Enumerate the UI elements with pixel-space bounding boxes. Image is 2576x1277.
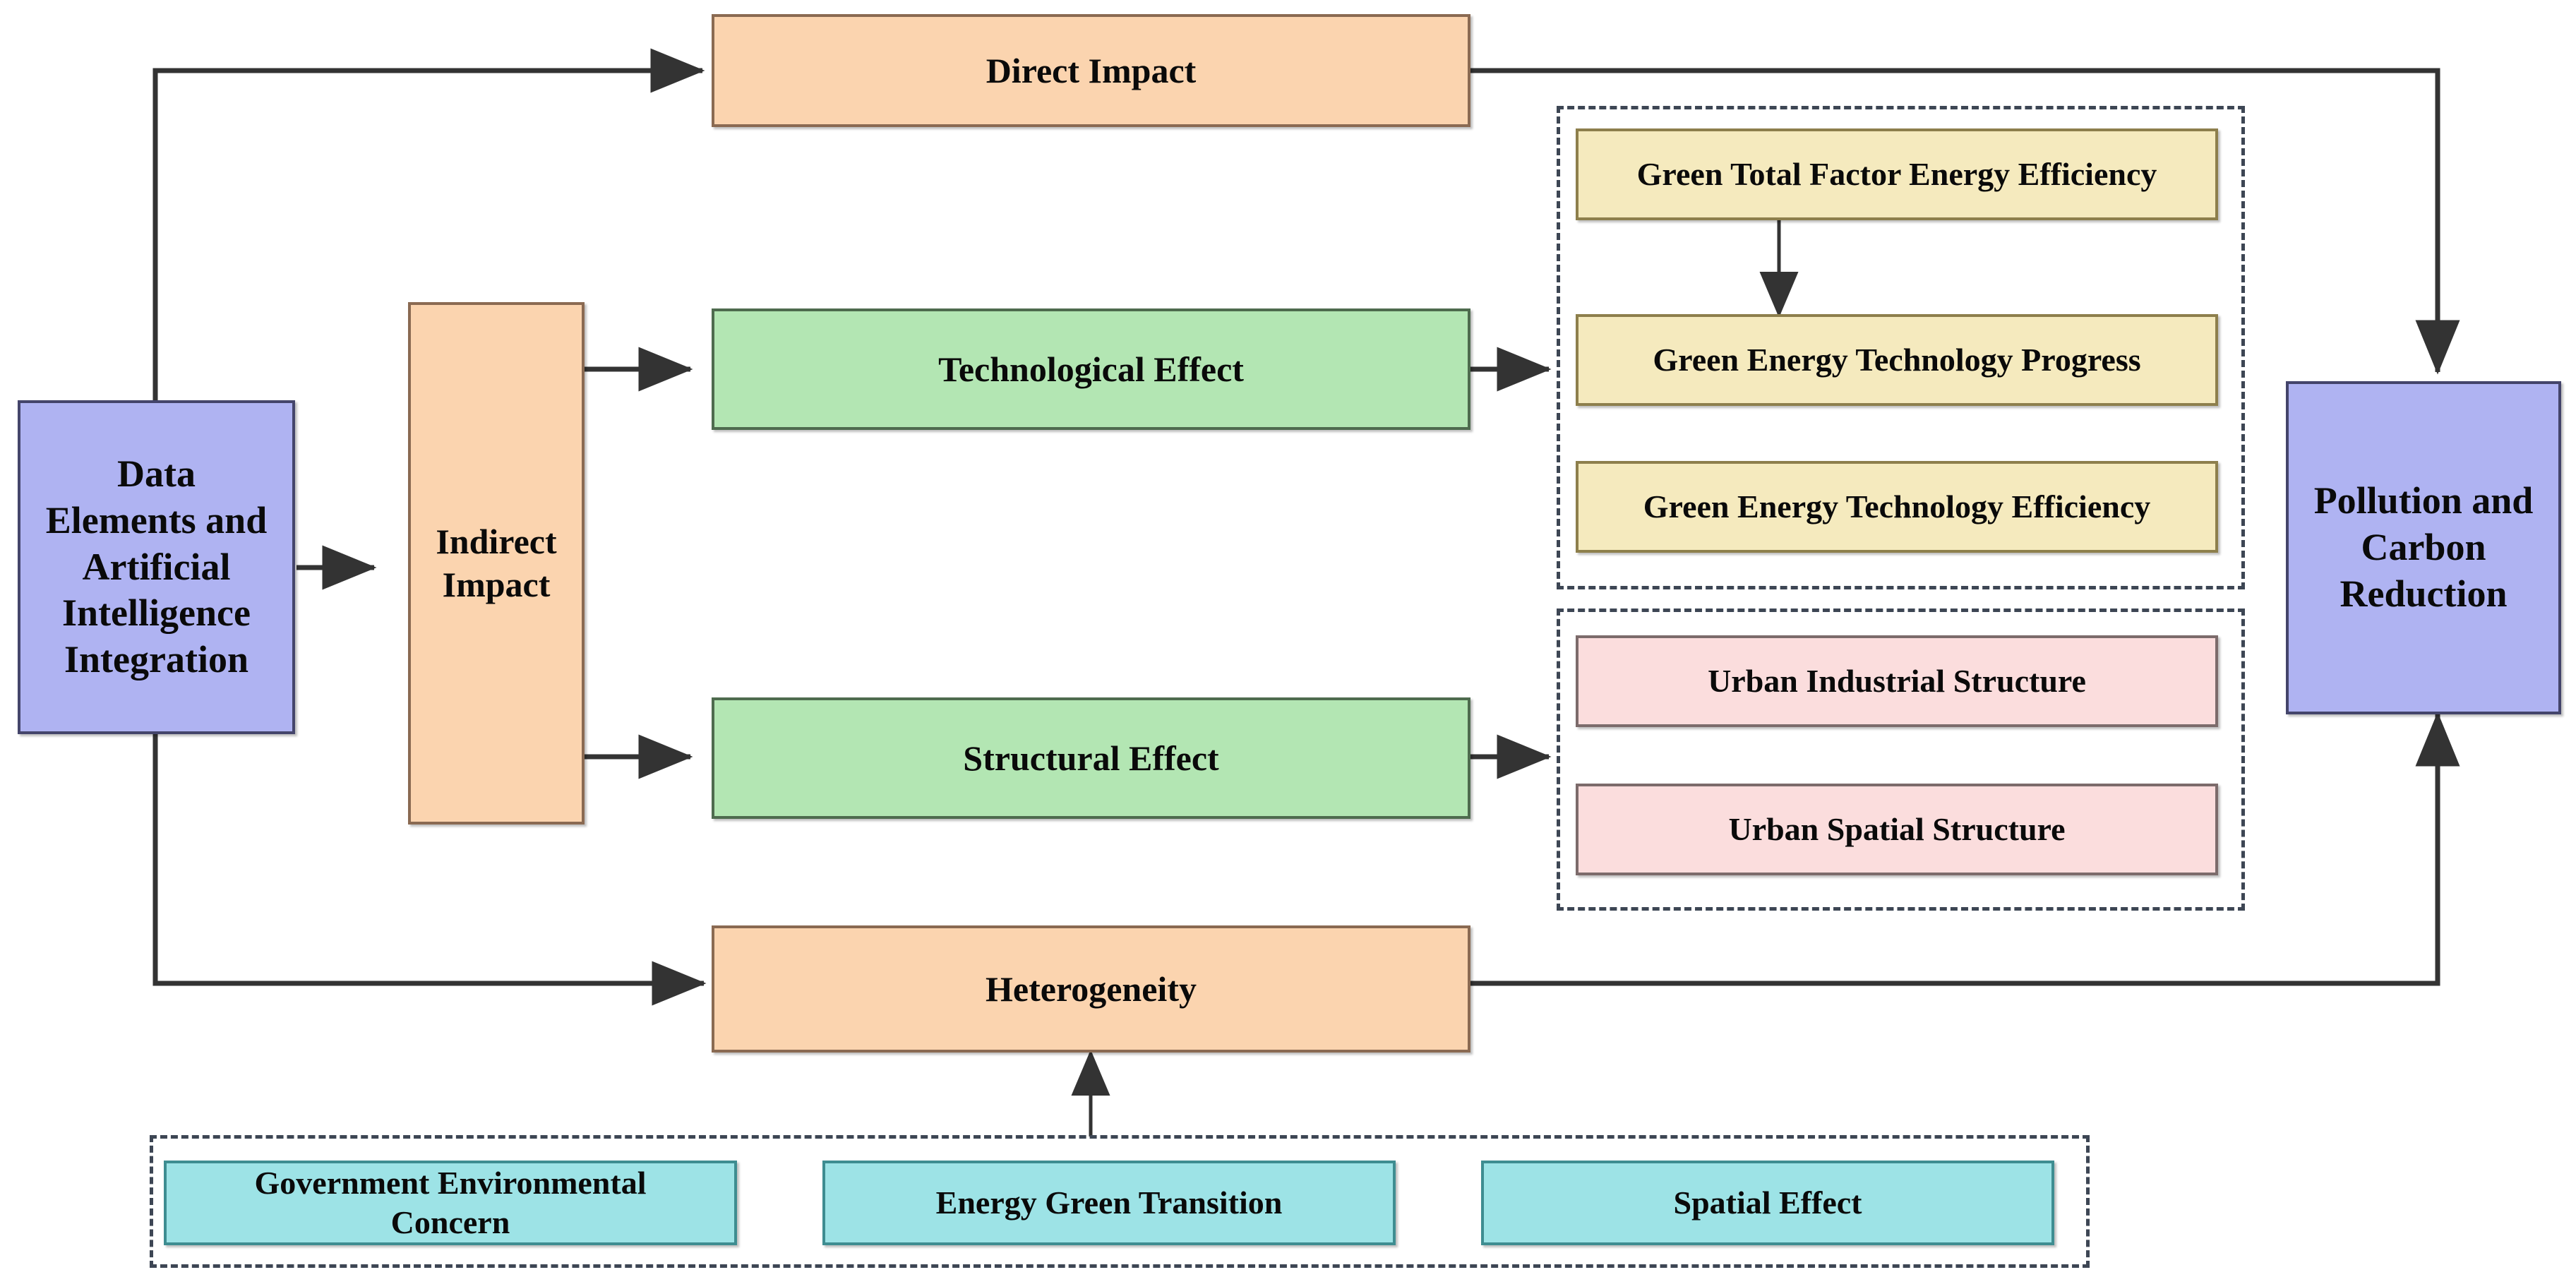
node-spatial-effect[interactable]: Spatial Effect xyxy=(1481,1161,2054,1245)
node-label: Heterogeneity xyxy=(986,969,1197,1009)
node-label: Energy Green Transition xyxy=(935,1184,1283,1221)
node-label: Green Total Factor Energy Efficiency xyxy=(1636,155,2157,192)
node-label: Urban Industrial Structure xyxy=(1708,662,2086,699)
node-government-environmental-concern[interactable]: Government Environmental Concern xyxy=(164,1161,737,1245)
node-label: Urban Spatial Structure xyxy=(1728,810,2066,847)
node-label: Structural Effect xyxy=(963,738,1219,778)
heterogeneity-factor-group xyxy=(150,1135,2090,1268)
node-label: Technological Effect xyxy=(938,349,1244,389)
node-green-energy-technology-efficiency[interactable]: Green Energy Technology Efficiency xyxy=(1576,461,2218,553)
node-technological-effect[interactable]: Technological Effect xyxy=(712,308,1470,430)
node-direct-impact[interactable]: Direct Impact xyxy=(712,14,1470,127)
node-pollution-carbon-reduction[interactable]: Pollution and Carbon Reduction xyxy=(2286,381,2561,714)
node-label: Indirect Impact xyxy=(436,522,557,604)
node-indirect-impact[interactable]: Indirect Impact xyxy=(408,302,585,825)
node-label: Government Environmental Concern xyxy=(254,1164,647,1240)
node-data-elements-ai-integration[interactable]: Data Elements and Artificial Intelligenc… xyxy=(18,400,295,734)
node-urban-industrial-structure[interactable]: Urban Industrial Structure xyxy=(1576,635,2218,727)
node-label: Green Energy Technology Progress xyxy=(1653,341,2141,378)
node-urban-spatial-structure[interactable]: Urban Spatial Structure xyxy=(1576,784,2218,875)
node-green-energy-technology-progress[interactable]: Green Energy Technology Progress xyxy=(1576,314,2218,406)
node-green-total-factor-energy-efficiency[interactable]: Green Total Factor Energy Efficiency xyxy=(1576,128,2218,220)
node-structural-effect[interactable]: Structural Effect xyxy=(712,697,1470,819)
node-label: Spatial Effect xyxy=(1673,1184,1862,1221)
node-label: Pollution and Carbon Reduction xyxy=(2313,479,2534,615)
node-label: Data Elements and Artificial Intelligenc… xyxy=(45,452,268,681)
node-label: Green Energy Technology Efficiency xyxy=(1643,488,2151,524)
node-heterogeneity[interactable]: Heterogeneity xyxy=(712,925,1470,1053)
node-label: Direct Impact xyxy=(986,50,1197,90)
node-energy-green-transition[interactable]: Energy Green Transition xyxy=(822,1161,1396,1245)
